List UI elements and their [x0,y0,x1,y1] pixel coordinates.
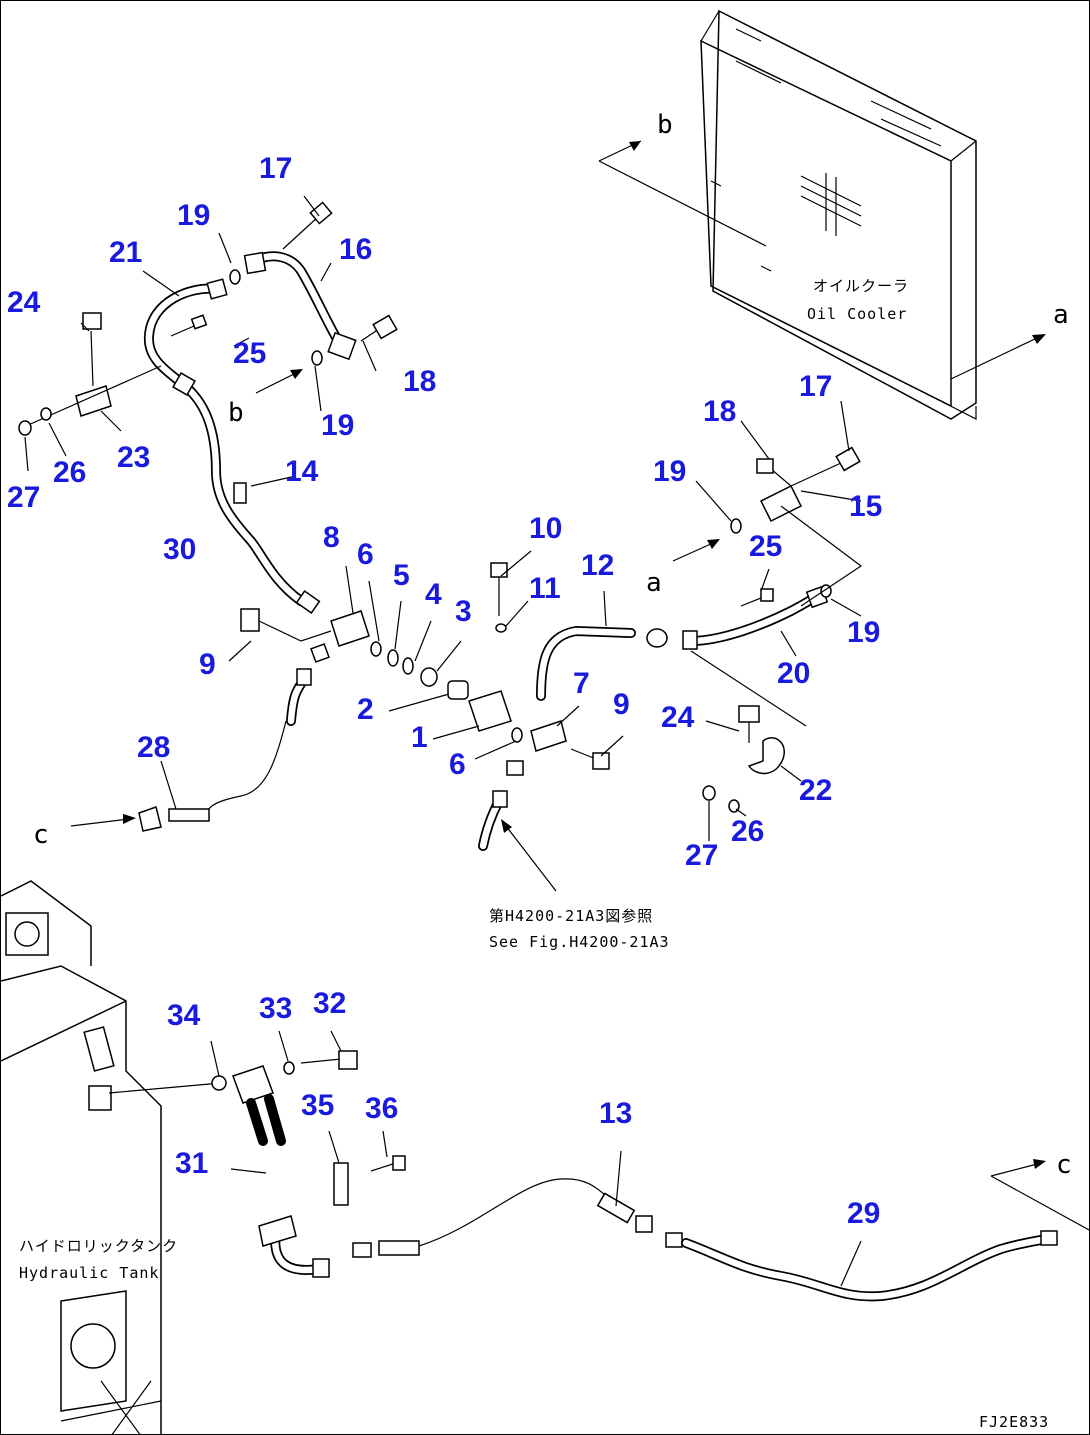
callout-1: 1 [411,721,428,754]
callout-17: 17 [259,152,292,185]
callout-8: 8 [323,521,340,554]
view-arrow-c-right: c [990,1150,1089,1231]
callout-13: 13 [599,1097,632,1130]
view-arrow-a-center: a [646,539,720,598]
callout-9: 9 [613,688,630,721]
view-arrow-a-right: a [950,300,1069,380]
callout-35: 35 [301,1089,334,1122]
pipe-assembly-left [142,195,398,614]
oil-cooler-label-en: Oil Cooler [807,305,907,323]
view-letter: c [1056,1150,1072,1180]
callout-14: 14 [285,455,319,488]
callout-4: 4 [425,578,442,611]
callout-15: 15 [849,490,882,523]
callout-11: 11 [529,572,561,605]
hydraulic-tank-drawing: ハイドロリックタンク Hydraulic Tank [1,880,222,1434]
callout-29: 29 [847,1197,880,1230]
view-arrow-b-top: b [598,110,767,247]
view-letter: a [646,568,662,598]
callout-24: 24 [7,286,41,319]
callout-10: 10 [529,512,562,545]
pipe-assembly-right [682,400,863,727]
callout-3: 3 [455,595,472,628]
callout-31: 31 [175,1147,208,1180]
callout-23: 23 [117,441,150,474]
callout-21: 21 [109,236,142,269]
callout-6: 6 [357,538,374,571]
callout-9: 9 [199,648,216,681]
view-letter: b [657,110,673,140]
callout-19: 19 [653,455,686,488]
oil-cooler-drawing: オイルクーラ Oil Cooler [700,9,977,420]
callout-16: 16 [339,233,372,266]
callout-5: 5 [393,559,410,592]
callout-27: 27 [7,481,40,514]
bracket-assembly-left [18,312,162,472]
callout-19: 19 [847,616,880,649]
callout-7: 7 [573,667,590,700]
callout-18: 18 [403,365,436,398]
bracket-assembly-right [702,705,802,841]
callout-24: 24 [661,701,695,734]
hose-13-pipe-29 [352,1150,1058,1302]
callout-12: 12 [581,549,614,582]
callout-18: 18 [703,395,736,428]
part-number-callouts: 1 2 3 4 5 6 6 7 8 9 9 10 11 12 13 14 15 … [7,152,882,1230]
reference-note-jp: 第H4200-21A3図参照 [489,907,653,925]
hydraulic-tank-label-jp: ハイドロリックタンク [19,1237,178,1255]
tank-outlet-fittings [210,1030,406,1278]
callout-26: 26 [731,815,764,848]
callout-25: 25 [749,530,782,563]
reference-note-en: See Fig.H4200-21A3 [489,933,670,951]
callout-36: 36 [365,1092,398,1125]
center-fittings: 第H4200-21A3図参照 See Fig.H4200-21A3 [228,550,670,951]
figure-code: FJ2E833 [979,1413,1049,1431]
callout-25: 25 [233,337,266,370]
callout-19: 19 [321,409,354,442]
callout-27: 27 [685,839,718,872]
callout-34: 34 [167,999,201,1032]
callout-32: 32 [313,987,346,1020]
callout-20: 20 [777,657,810,690]
callout-28: 28 [137,731,170,764]
view-arrow-b-left: b [228,369,303,428]
view-letter: b [228,398,244,428]
callout-26: 26 [53,456,86,489]
hose-28: c [33,668,312,850]
callout-6: 6 [449,748,466,781]
hydraulic-tank-label-en: Hydraulic Tank [19,1264,159,1282]
view-letter: c [33,820,49,850]
callout-2: 2 [357,693,374,726]
oil-cooler-label-jp: オイルクーラ [813,277,909,295]
callout-19: 19 [177,199,210,232]
callout-22: 22 [799,774,832,807]
callout-33: 33 [259,992,292,1025]
callout-30: 30 [163,533,196,566]
view-letter: a [1053,300,1069,330]
callout-17: 17 [799,370,832,403]
